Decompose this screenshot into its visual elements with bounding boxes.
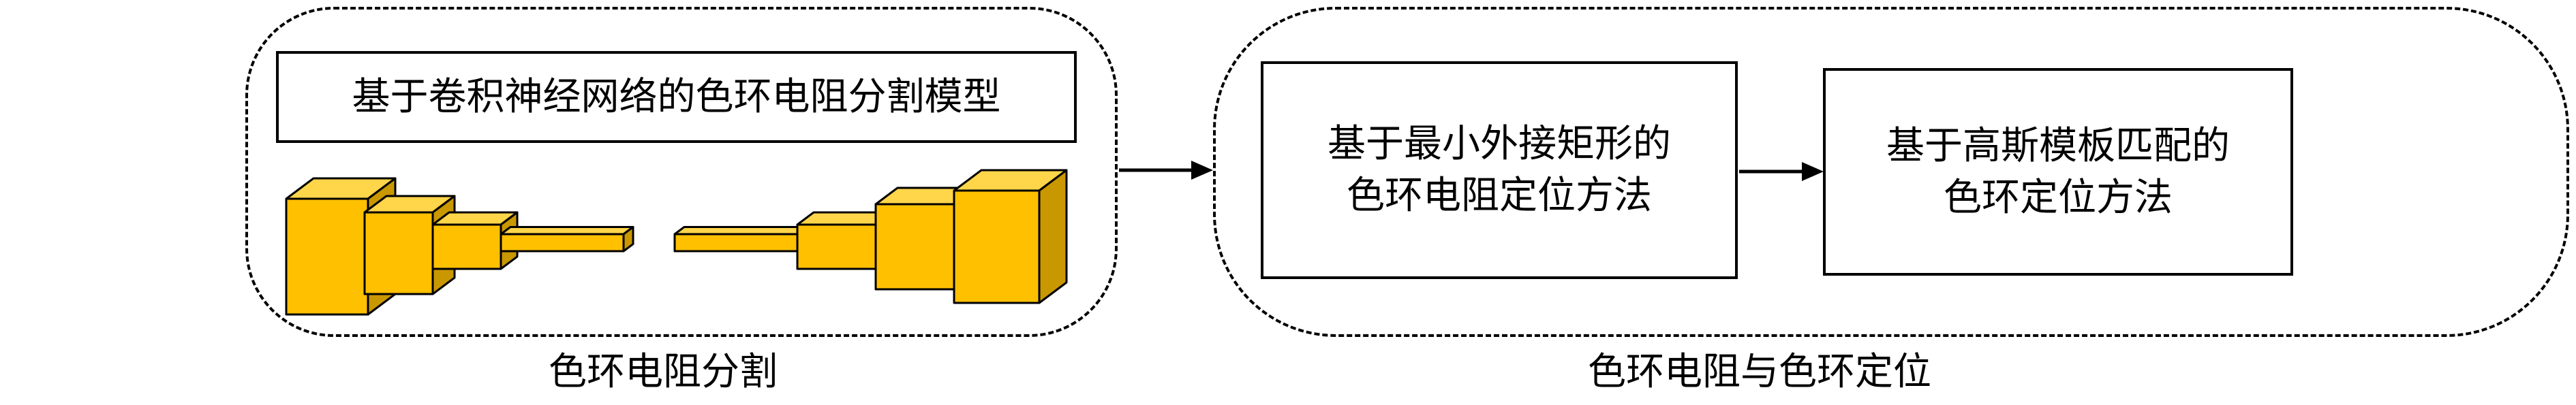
resistor-localization-line-2: 色环电阻定位方法	[1347, 174, 1652, 218]
encoder-block-4	[500, 226, 634, 253]
band-localization-box: 基于高斯模板匹配的 色环定位方法	[1823, 68, 2293, 276]
localization-caption: 色环电阻与色环定位	[1588, 350, 1931, 394]
cnn-blocks	[285, 169, 1068, 316]
model-title: 基于卷积神经网络的色环电阻分割模型	[352, 74, 1001, 119]
band-localization-line-1: 基于高斯模板匹配的	[1886, 123, 2230, 168]
model-title-box: 基于卷积神经网络的色环电阻分割模型	[276, 51, 1077, 143]
decoder-block-1	[673, 226, 808, 253]
arrow-step1-to-step2	[1739, 162, 1824, 181]
decoder-block-4	[953, 169, 1068, 304]
resistor-localization-line-1: 基于最小外接矩形的	[1328, 122, 1671, 166]
localization-group	[1213, 7, 2569, 337]
resistor-localization-box: 基于最小外接矩形的 色环电阻定位方法	[1261, 61, 1738, 279]
band-localization-line-2: 色环定位方法	[1944, 175, 2173, 220]
arrow-segmentation-to-localization	[1119, 161, 1213, 180]
encoder-block-3	[431, 211, 519, 270]
segmentation-group	[245, 7, 1118, 337]
segmentation-caption: 色环电阻分割	[549, 350, 778, 394]
